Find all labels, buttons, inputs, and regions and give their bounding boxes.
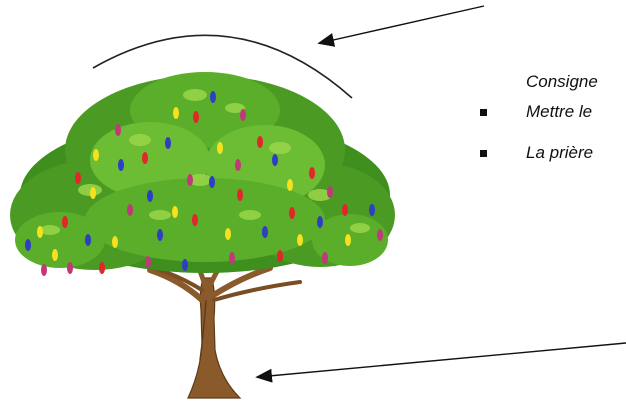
top-arrow-icon	[317, 5, 485, 47]
consigne-text: Consigne	[526, 72, 598, 91]
curved-line	[92, 34, 353, 99]
bullet-item-1: Mettre le	[526, 102, 593, 121]
square-bullet-icon	[480, 150, 487, 157]
tree-ornaments	[25, 91, 383, 276]
square-bullet-icon	[480, 109, 487, 116]
tree-foliage	[10, 72, 395, 273]
bullet-item-2: La prière	[526, 143, 594, 162]
bottom-arrow-icon	[255, 342, 626, 383]
